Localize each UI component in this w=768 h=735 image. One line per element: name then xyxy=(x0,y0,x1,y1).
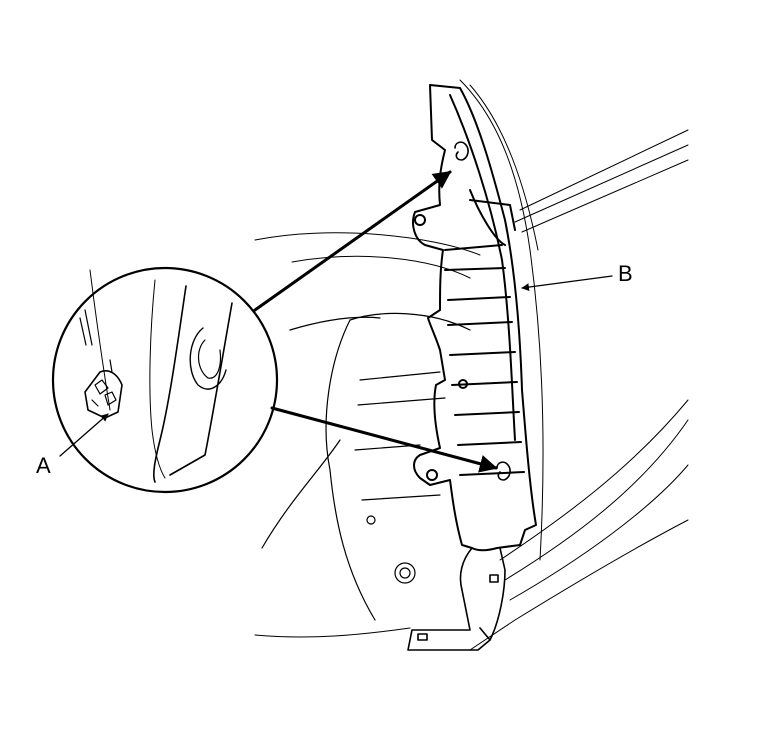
callout-label-a: A xyxy=(36,453,51,478)
lower-clip-arrow xyxy=(270,406,498,473)
bracket-b xyxy=(412,84,537,552)
upper-clip-arrow xyxy=(253,170,452,312)
detail-magnifier xyxy=(51,266,279,494)
lower-mount xyxy=(407,547,506,651)
callout-label-b: B xyxy=(618,261,633,286)
leader-arrows xyxy=(253,170,498,473)
inner-fender xyxy=(261,312,471,621)
callout-b-leader xyxy=(521,275,613,291)
car-body-outline xyxy=(254,79,689,651)
callout-leaders xyxy=(59,275,613,457)
callout-a-leader xyxy=(59,413,109,457)
